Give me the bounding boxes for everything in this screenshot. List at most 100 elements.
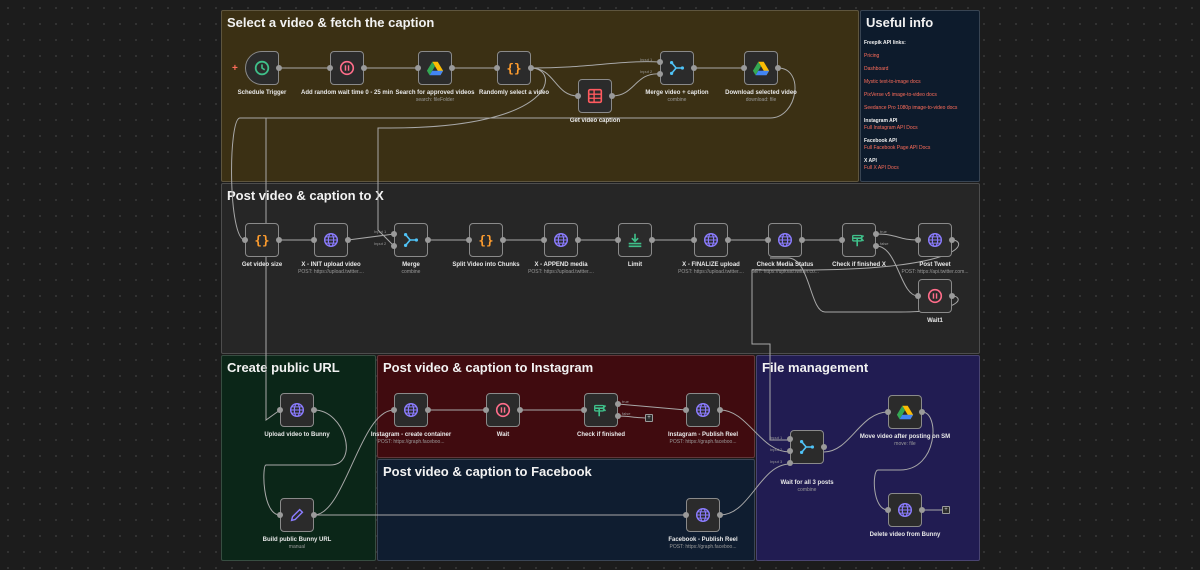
output-port-true[interactable]: [615, 401, 621, 407]
output-port[interactable]: [725, 237, 731, 243]
input-port-2[interactable]: [391, 243, 397, 249]
node-box[interactable]: [280, 393, 314, 427]
node-box[interactable]: [686, 393, 720, 427]
input-port[interactable]: [311, 237, 317, 243]
output-port[interactable]: [345, 237, 351, 243]
node-box[interactable]: [418, 51, 452, 85]
input-port-1[interactable]: [391, 231, 397, 237]
input-port[interactable]: [885, 409, 891, 415]
info-link-facebook[interactable]: Full Facebook Page API Docs: [864, 145, 931, 151]
node-box[interactable]: [768, 223, 802, 257]
output-port[interactable]: [425, 237, 431, 243]
info-link-instagram[interactable]: Full Instagram API Docs: [864, 125, 918, 131]
output-port[interactable]: [311, 407, 317, 413]
node-box[interactable]: [584, 393, 618, 427]
node-box[interactable]: [842, 223, 876, 257]
info-link-pricing[interactable]: Pricing: [864, 53, 880, 59]
input-port[interactable]: [466, 237, 472, 243]
input-port[interactable]: [327, 65, 333, 71]
output-port[interactable]: [949, 237, 955, 243]
output-port[interactable]: [517, 407, 523, 413]
input-port[interactable]: [415, 65, 421, 71]
output-port[interactable]: [361, 65, 367, 71]
output-port-false[interactable]: [873, 243, 879, 249]
output-port-true[interactable]: [873, 231, 879, 237]
node-box[interactable]: [280, 498, 314, 532]
output-port[interactable]: [449, 65, 455, 71]
input-port[interactable]: [915, 237, 921, 243]
node-box[interactable]: [686, 498, 720, 532]
node-instagram-wait[interactable]: Wait: [483, 393, 523, 438]
node-get-video-caption[interactable]: Get video caption: [570, 79, 620, 124]
input-port[interactable]: [885, 507, 891, 513]
input-port[interactable]: [683, 512, 689, 518]
node-wait-for-all-posts[interactable]: Input 1 Input 2 Input 3 Wait for all 3 p…: [770, 430, 834, 493]
output-port[interactable]: [949, 293, 955, 299]
input-port-1[interactable]: [787, 436, 793, 442]
node-upload-to-bunny[interactable]: Upload video to Bunny: [264, 393, 330, 438]
node-instagram-check-finished[interactable]: true false Check if finished: [577, 393, 630, 438]
input-port[interactable]: [691, 237, 697, 243]
input-port[interactable]: [839, 237, 845, 243]
node-box[interactable]: [888, 493, 922, 527]
output-port[interactable]: [311, 512, 317, 518]
node-box[interactable]: {}: [497, 51, 531, 85]
output-port[interactable]: [528, 65, 534, 71]
node-box[interactable]: [790, 430, 824, 464]
output-port[interactable]: [799, 237, 805, 243]
node-box[interactable]: [394, 223, 428, 257]
output-port[interactable]: [919, 507, 925, 513]
output-port[interactable]: [276, 65, 282, 71]
node-box[interactable]: [618, 223, 652, 257]
node-box[interactable]: [330, 51, 364, 85]
node-box[interactable]: [918, 279, 952, 313]
output-port[interactable]: [919, 409, 925, 415]
node-box[interactable]: {}: [469, 223, 503, 257]
output-port[interactable]: [821, 444, 827, 450]
info-link-pixverse[interactable]: PixVerse v5 image-to-video docs: [864, 92, 937, 98]
input-port[interactable]: [483, 407, 489, 413]
node-box[interactable]: [578, 79, 612, 113]
input-port[interactable]: [494, 65, 500, 71]
node-random-wait[interactable]: Add random wait time 0 - 25 min: [301, 51, 393, 96]
info-link-dashboard[interactable]: Dashboard: [864, 66, 889, 72]
info-link-mystic[interactable]: Mystic text-to-image docs: [864, 79, 921, 85]
node-box[interactable]: [744, 51, 778, 85]
node-wait1[interactable]: Wait1: [915, 279, 955, 324]
output-port[interactable]: [649, 237, 655, 243]
input-port[interactable]: [765, 237, 771, 243]
input-port[interactable]: [391, 407, 397, 413]
node-schedule-trigger[interactable]: Schedule Trigger: [238, 51, 286, 96]
node-box[interactable]: {}: [245, 223, 279, 257]
node-box[interactable]: [918, 223, 952, 257]
node-box[interactable]: [694, 223, 728, 257]
add-node-button[interactable]: +: [645, 414, 653, 422]
input-port-3[interactable]: [787, 460, 793, 466]
node-limit[interactable]: Limit: [615, 223, 655, 268]
node-box[interactable]: [544, 223, 578, 257]
output-port[interactable]: [717, 407, 723, 413]
node-delete-from-bunny[interactable]: Delete video from Bunny: [870, 493, 940, 538]
node-randomly-select-video[interactable]: {} Randomly select a video: [479, 51, 549, 96]
input-port[interactable]: [683, 407, 689, 413]
node-box[interactable]: [486, 393, 520, 427]
node-box[interactable]: [660, 51, 694, 85]
output-port[interactable]: [500, 237, 506, 243]
input-port-1[interactable]: [657, 59, 663, 65]
input-port[interactable]: [541, 237, 547, 243]
node-box[interactable]: [394, 393, 428, 427]
input-port[interactable]: [277, 407, 283, 413]
output-port[interactable]: [717, 512, 723, 518]
node-box[interactable]: [245, 51, 279, 85]
output-port-false[interactable]: [615, 413, 621, 419]
input-port[interactable]: [277, 512, 283, 518]
info-link-seedance[interactable]: Seedance Pro 1080p image-to-video docs: [864, 105, 958, 111]
